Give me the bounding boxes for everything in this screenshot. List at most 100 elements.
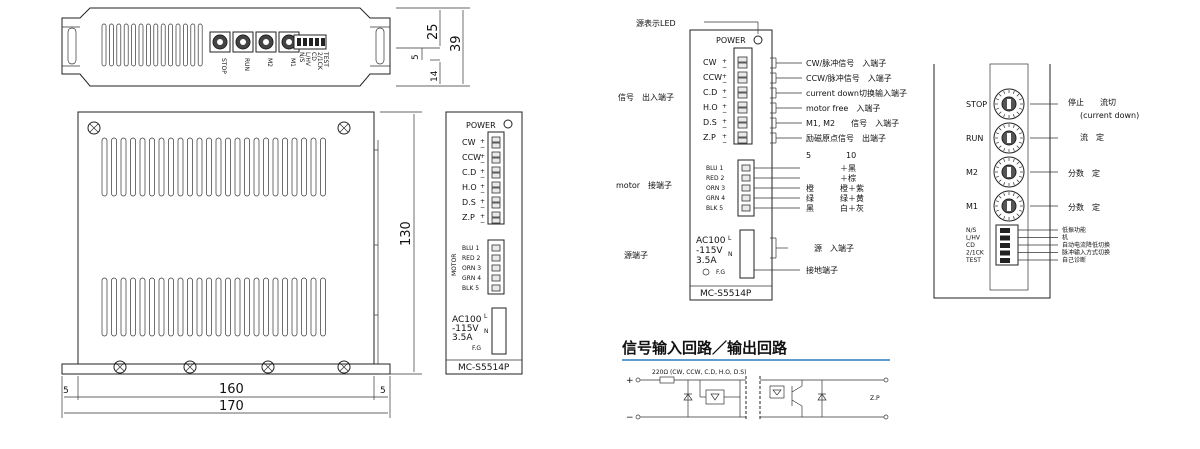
vent-slot [320, 137, 326, 197]
svg-text:−: − [722, 64, 727, 71]
vent-slot [101, 277, 108, 337]
terminal-label: H.O [703, 103, 718, 112]
vent-slot [153, 23, 159, 67]
vent-slot [183, 23, 188, 67]
motor-pin-label: BLU 1 [462, 245, 479, 252]
ac-rating-1: AC100 [452, 315, 482, 325]
vent-slot [120, 137, 127, 197]
vent-slot [109, 23, 114, 67]
vent-slot [138, 23, 144, 67]
screw-icon [261, 360, 275, 374]
vent-slot [139, 137, 146, 197]
vent-slot [177, 137, 184, 197]
vent-slot [244, 277, 250, 337]
svg-text:−: − [480, 174, 485, 181]
vent-slot [234, 277, 241, 337]
signal-group-label: 信号 出入端子 [618, 92, 674, 102]
switch-description: 停止 流切 [1068, 97, 1116, 107]
power-group-label: 源端子 [624, 250, 648, 260]
power-desc: 源 入端子 [814, 243, 854, 253]
vent-slot [187, 277, 193, 337]
terminal-label: C.D [462, 168, 476, 177]
vent-slot [196, 137, 203, 197]
led-label: 源表示LED [636, 18, 676, 28]
rotary-label: STOP [220, 58, 227, 74]
vent-slot [301, 277, 307, 337]
side-vents [101, 137, 326, 337]
side-view-drawing: 130 160 170 5 5 [61, 111, 422, 418]
vent-slot [130, 277, 136, 337]
terminal-label: D.S [462, 198, 476, 207]
dip-switch-top [293, 34, 327, 50]
in-minus: − [626, 413, 634, 423]
motor-tag-small: MOTOR [451, 254, 458, 276]
ac-rating-2: -115V [452, 324, 479, 334]
dip-label: TEST [322, 51, 329, 67]
vent-slot [101, 137, 108, 197]
switch-description: 流 定 [1080, 132, 1104, 142]
switch-description: (current down) [1080, 111, 1139, 120]
vent-slot [215, 277, 222, 337]
svg-text:+: + [722, 88, 727, 95]
dip-toggle [1000, 243, 1010, 248]
vent-slot [263, 277, 269, 337]
rotary-label: M2 [266, 58, 273, 67]
motor-pin-label: RED 2 [462, 255, 480, 262]
wire-color-10: 橙＋紫 [840, 183, 864, 193]
svg-text:+: + [722, 58, 727, 65]
vent-slot [131, 23, 136, 67]
motor-pin-label: BLK 5 [462, 285, 479, 292]
svg-text:−: − [722, 94, 727, 101]
svg-text:+: + [480, 138, 485, 145]
signal-description: current down切换输入端子 [806, 88, 907, 98]
signal-terminals-small: CW+−CCW+−C.D+−H.O+−D.S+−Z.P+− [462, 136, 501, 226]
dim-170: 170 [219, 399, 244, 414]
vent-slot [225, 277, 231, 337]
svg-text:−: − [480, 189, 485, 196]
vent-slot [146, 23, 151, 67]
screw-icon [183, 360, 197, 374]
terminal-label: CW [703, 58, 717, 67]
ac-rating-3: 3.5A [452, 333, 473, 343]
vent-slot [215, 137, 222, 197]
in-plus: + [626, 376, 634, 386]
motor-pin-label: ORN 3 [706, 185, 725, 192]
screw-icon [337, 360, 351, 374]
vent-slot [301, 137, 307, 197]
vent-slot [196, 277, 203, 337]
wire-color-10: 绿＋黄 [840, 193, 864, 203]
dip-description: 低振功能 [1062, 226, 1086, 234]
vent-slot [158, 277, 165, 337]
dip-label: 2/1CK [316, 52, 323, 71]
svg-text:−: − [480, 144, 485, 151]
wire-color-10: 白＋灰 [840, 203, 864, 213]
model-large: MC-S5514P [700, 289, 752, 299]
fg-label-small: F.G [472, 345, 481, 352]
model-small: MC-S5514P [458, 363, 510, 373]
dip-toggle [1000, 228, 1010, 233]
vent-slot [253, 137, 260, 197]
vent-slot [206, 137, 212, 197]
vent-slot [160, 23, 166, 67]
vent-slot [111, 137, 117, 197]
svg-text:−: − [480, 159, 485, 166]
zp-label: Z.P [870, 395, 880, 402]
ac-large-2: -115V [696, 246, 723, 256]
signal-description: 励磁原点信号 出端子 [806, 133, 886, 143]
power-label-small: POWER [466, 121, 496, 130]
svg-text:+: + [480, 213, 485, 220]
resistor-note: 220Ω (CW, CCW, C.D, H.O, D.S) [652, 369, 746, 376]
vent-slot [310, 277, 317, 337]
dip-label: CD [310, 52, 317, 61]
svg-text:−: − [480, 219, 485, 226]
vent-slot [291, 137, 298, 197]
dip-toggle [1000, 258, 1010, 263]
svg-text:−: − [722, 109, 727, 116]
svg-text:−: − [480, 204, 485, 211]
dip-description: 自动电流降低切换 [1062, 241, 1110, 249]
signal-description: M1, M2 信号 入端子 [806, 118, 899, 128]
